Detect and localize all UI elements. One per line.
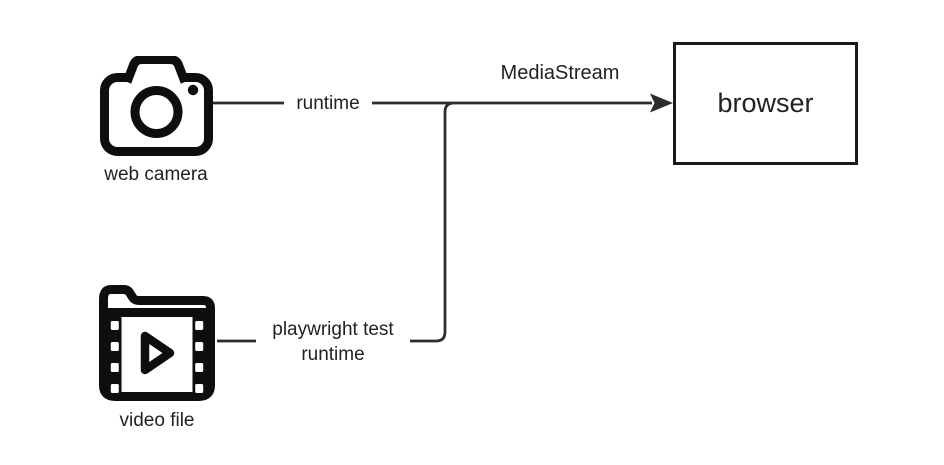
edge-label-playwright-test-runtime: playwright test runtime bbox=[272, 319, 394, 365]
play-icon bbox=[140, 331, 175, 375]
arrowhead-icon bbox=[650, 93, 673, 113]
camera-icon bbox=[100, 56, 213, 156]
edge-playwright-label-to-junction bbox=[410, 101, 455, 343]
video-file-folder-icon bbox=[99, 285, 215, 401]
edge-label-runtime: runtime bbox=[296, 93, 360, 114]
video-file-label: video file bbox=[119, 410, 195, 431]
edge-label-mediastream: MediaStream bbox=[500, 62, 620, 84]
browser-node: browser bbox=[673, 42, 858, 165]
web-camera-label: web camera bbox=[104, 164, 208, 185]
browser-node-label: browser bbox=[717, 88, 814, 118]
